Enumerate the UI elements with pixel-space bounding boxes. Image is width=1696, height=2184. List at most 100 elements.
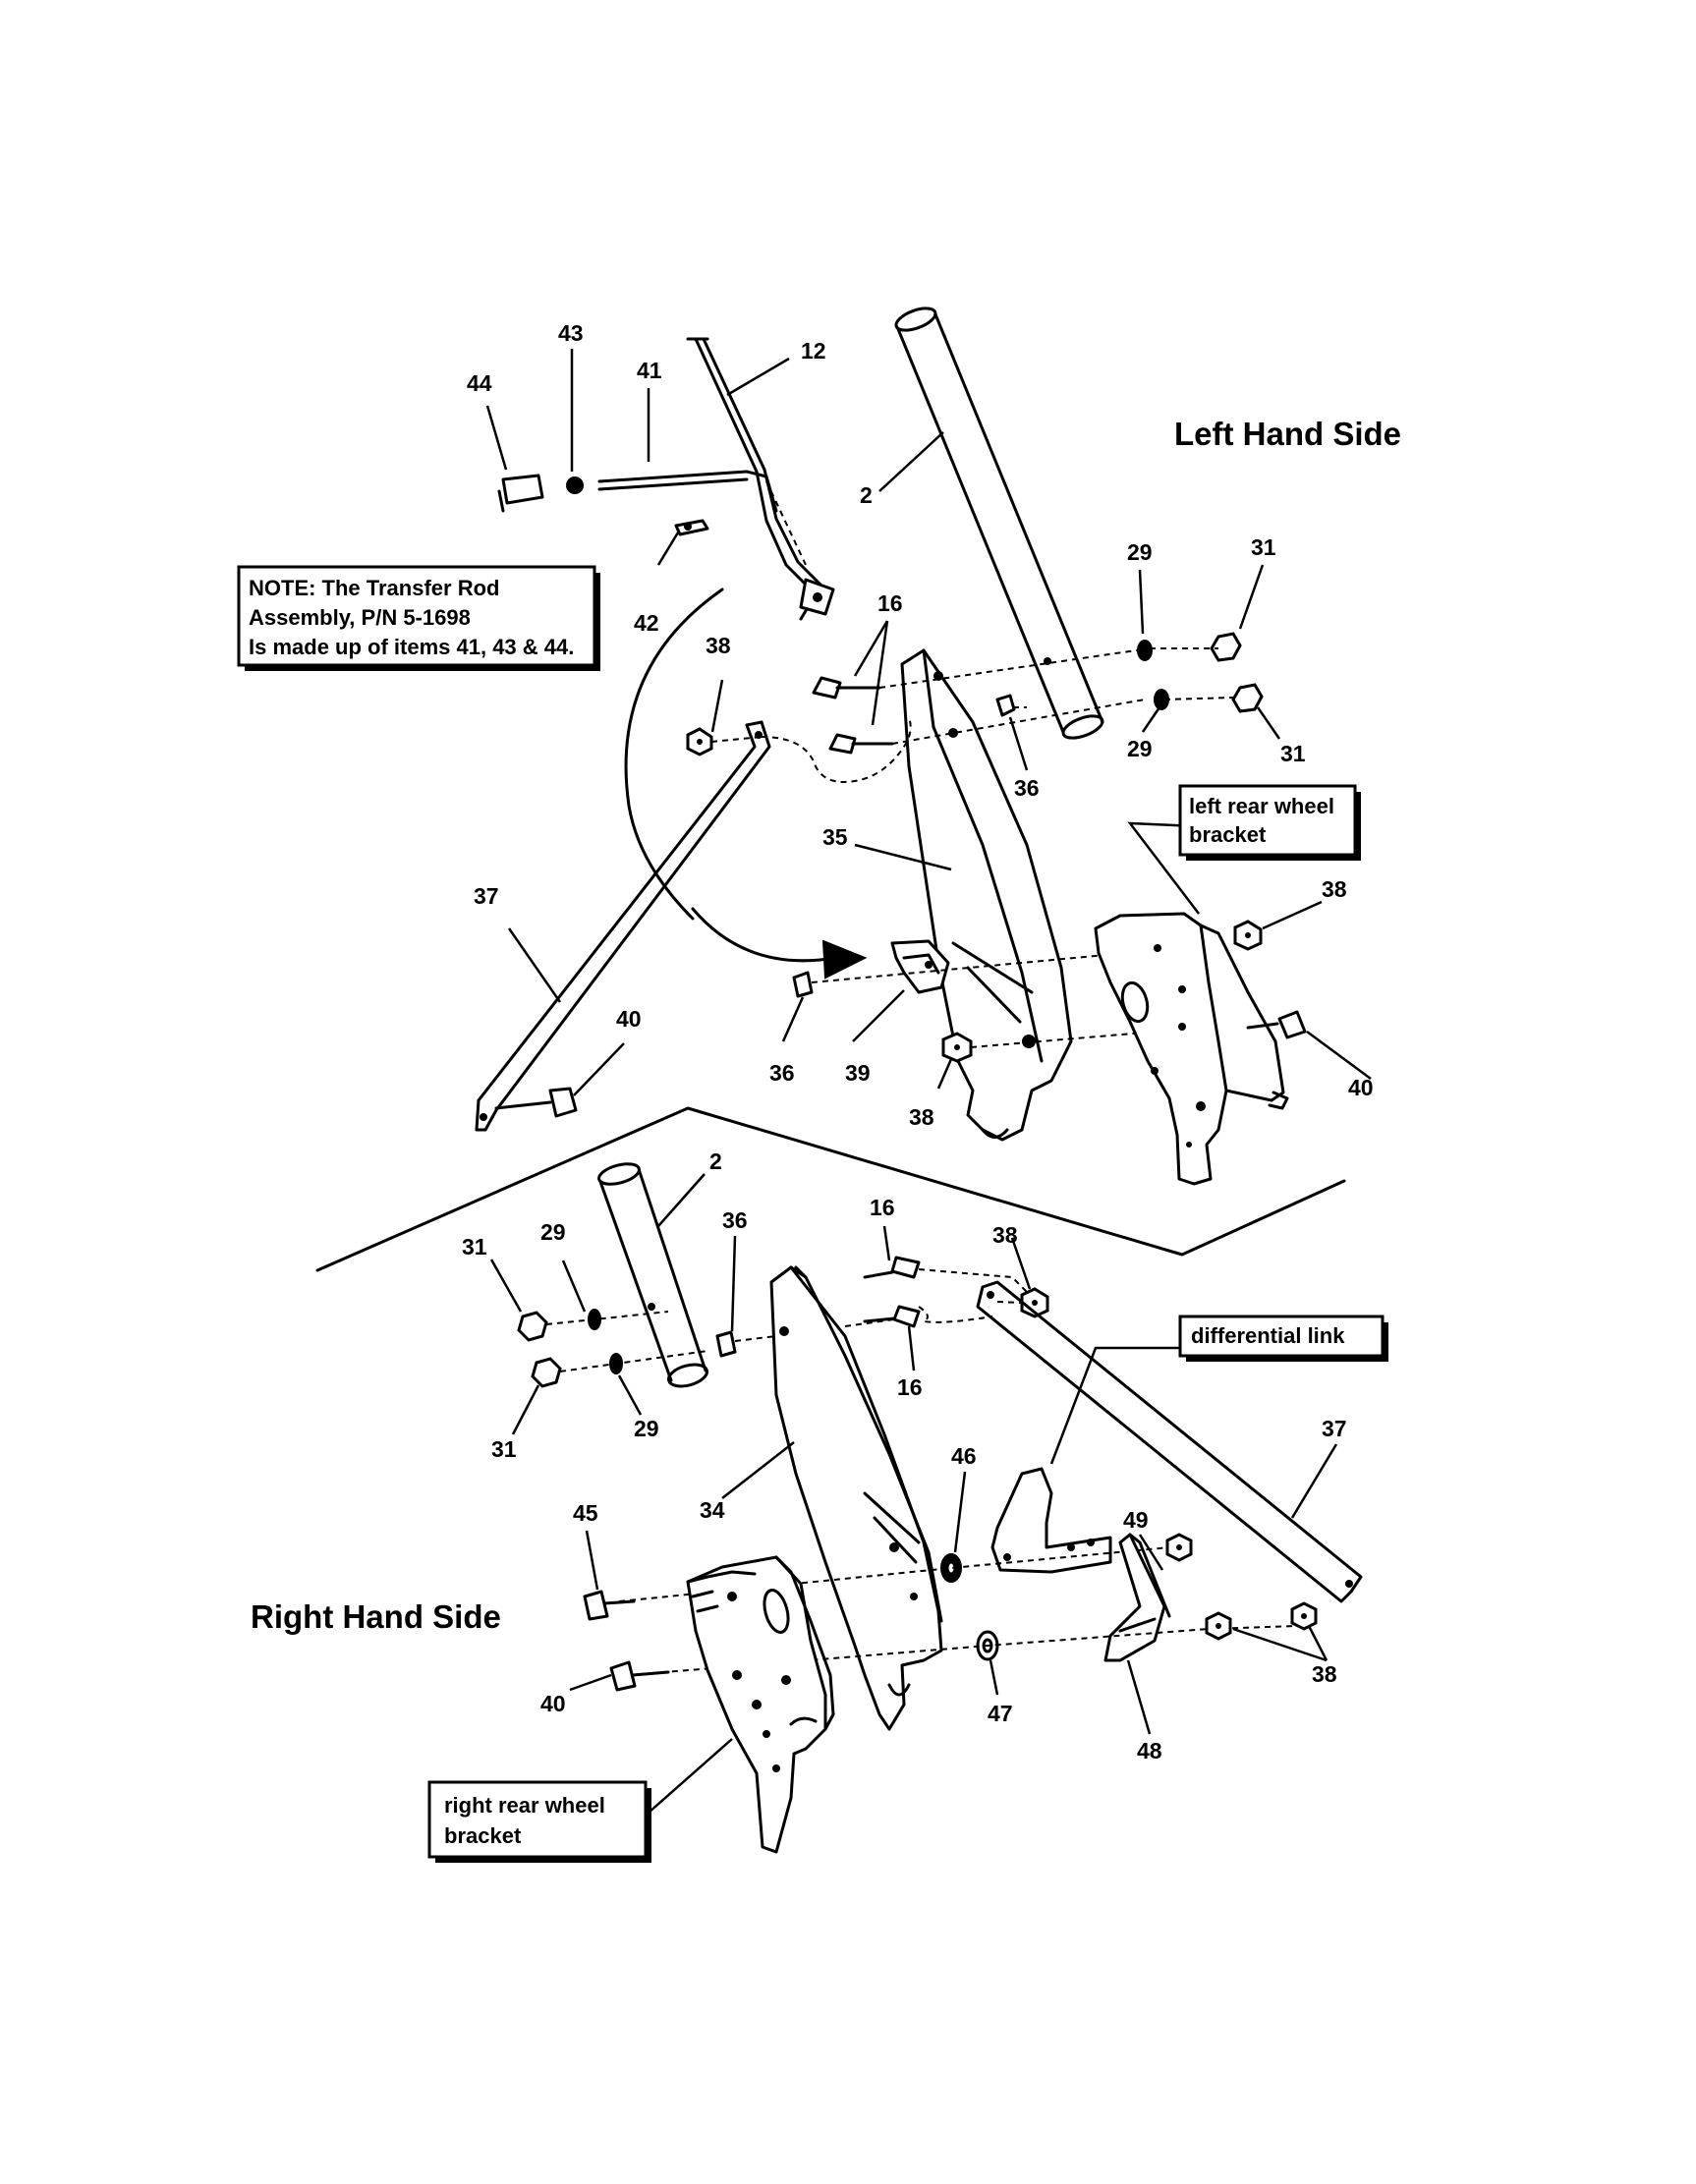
callout-38-lower: 38 [909, 1104, 934, 1130]
right-rear-wheel-bracket-part [686, 1555, 835, 1854]
part-38-nut-left-right [1233, 920, 1263, 951]
part-36-bolt-left-lower [792, 971, 814, 998]
callout-r-40: 40 [540, 1691, 566, 1716]
part-37-link-right [976, 1280, 1363, 1603]
right-rear-wheel-bracket-line2: bracket [444, 1823, 522, 1848]
callout-r-38-top: 38 [992, 1222, 1018, 1248]
part-39-bracket [890, 939, 950, 994]
callout-r-48: 48 [1137, 1738, 1162, 1764]
callout-31-top: 31 [1251, 534, 1276, 560]
part-38-nut-left-lower [941, 1032, 973, 1063]
callout-r-29-lower: 29 [634, 1416, 659, 1441]
callout-r-45: 45 [573, 1500, 598, 1526]
part-2-tube-left [894, 307, 1104, 740]
note-line-3: Is made up of items 41, 43 & 44. [249, 635, 574, 659]
callout-29-top: 29 [1127, 539, 1153, 565]
callout-36-lower: 36 [769, 1060, 795, 1086]
callout-r-47: 47 [988, 1701, 1013, 1726]
part-49-nut [1165, 1533, 1193, 1562]
left-hand-side-group: Left Hand Side NOTE: The Transfer Rod As… [237, 307, 1401, 1186]
dashline-right-nut-a [545, 1311, 669, 1325]
callout-42: 42 [634, 610, 659, 636]
callout-43: 43 [558, 320, 584, 346]
callout-41: 41 [637, 358, 662, 383]
callout-r-29-top: 29 [540, 1219, 566, 1245]
part-34-plate [769, 1265, 943, 1731]
left-rear-wheel-bracket-line2: bracket [1189, 822, 1267, 847]
dashline-nut-31-b [1163, 697, 1234, 700]
left-rear-wheel-bracket-line1: left rear wheel [1189, 794, 1334, 818]
right-hand-side-group: Right Hand Side [251, 1162, 1363, 1854]
part-2-tube-right [597, 1162, 708, 1388]
assembly-arrow-arc [624, 588, 868, 980]
callout-r-31-lower: 31 [491, 1436, 517, 1462]
callout-2: 2 [860, 482, 873, 508]
differential-link-line1: differential link [1191, 1323, 1345, 1348]
dashline-bolt-16-a [878, 647, 1151, 689]
section-divider [315, 1106, 1346, 1272]
part-43-washer [566, 476, 584, 494]
part-31-nut-right-b [531, 1357, 562, 1388]
part-36-bolt-right [715, 1330, 737, 1358]
part-38-nut-right-upper [1020, 1287, 1049, 1318]
part-38-nut-right-lower-b [1290, 1601, 1318, 1631]
callout-37-left: 37 [474, 883, 499, 909]
leader-lines [485, 349, 1372, 1814]
part-31-nut-left-a [1210, 632, 1242, 662]
label-differential-link: differential link [1178, 1315, 1388, 1362]
callout-r-16-lower: 16 [897, 1374, 923, 1400]
part-36-bolt-left-upper [995, 694, 1016, 717]
differential-link-part [990, 1467, 1112, 1574]
dashline-38-upper [710, 736, 763, 743]
right-rear-wheel-bracket-line1: right rear wheel [444, 1793, 605, 1818]
callout-r-2: 2 [709, 1148, 722, 1174]
callout-r-36: 36 [722, 1207, 748, 1233]
callout-44: 44 [467, 370, 492, 396]
part-42-clip [674, 519, 709, 536]
label-left-rear-wheel-bracket: left rear wheel bracket [1178, 784, 1361, 861]
part-37-link-left [475, 720, 771, 1132]
dashline-38-right-upper [996, 1301, 1023, 1304]
callout-r-31-top: 31 [462, 1234, 487, 1260]
note-line-1: NOTE: The Transfer Rod [249, 576, 499, 600]
part-46-washer [940, 1553, 962, 1583]
part-40-bolt-left-lower [494, 1087, 578, 1118]
callout-38-upper: 38 [706, 633, 731, 658]
callout-31-lower: 31 [1280, 741, 1306, 766]
part-29-washer-left-a [1137, 640, 1153, 661]
dashline-16-right-a [918, 1268, 1028, 1293]
dashline-right-nut-b [559, 1350, 708, 1372]
dashline-16-right-b [844, 1318, 895, 1327]
part-38-nut-right-lower-a [1205, 1611, 1232, 1641]
left-hand-side-title: Left Hand Side [1174, 416, 1401, 452]
callout-16-left: 16 [877, 590, 903, 616]
part-16-bolts-right [863, 1256, 921, 1328]
part-45-bolt [583, 1590, 636, 1621]
callout-r-34: 34 [700, 1497, 725, 1523]
callout-38-right: 38 [1322, 876, 1347, 902]
part-12-rod [686, 337, 835, 621]
callout-29-lower: 29 [1127, 736, 1153, 761]
label-right-rear-wheel-bracket: right rear wheel bracket [427, 1780, 651, 1863]
callouts-right: 2 36 16 38 31 29 31 29 16 37 46 34 45 49… [462, 1148, 1347, 1764]
part-44-clevis [497, 474, 544, 513]
note-box-frame [237, 565, 596, 667]
dashline-36-right [734, 1335, 777, 1342]
callout-40-left: 40 [616, 1006, 642, 1032]
dashline-37-arc [761, 716, 912, 783]
callout-r-38-lower: 38 [1312, 1661, 1337, 1687]
callout-39: 39 [845, 1060, 871, 1086]
part-16-bolts-left [812, 676, 894, 755]
part-38-nut-left-upper [686, 727, 713, 756]
part-41-transfer-rod [597, 470, 778, 513]
callout-12: 12 [801, 338, 826, 364]
callout-36-upper: 36 [1014, 775, 1040, 801]
part-31-nut-left-b [1231, 683, 1264, 713]
part-40-bolt-left-right [1246, 1010, 1307, 1039]
callout-40-right: 40 [1348, 1075, 1374, 1100]
right-hand-side-title: Right Hand Side [251, 1598, 501, 1635]
part-35-plate [900, 648, 1073, 1142]
part-31-nut-right-a [517, 1311, 548, 1342]
note-box: NOTE: The Transfer Rod Assembly, P/N 5-1… [237, 565, 600, 671]
